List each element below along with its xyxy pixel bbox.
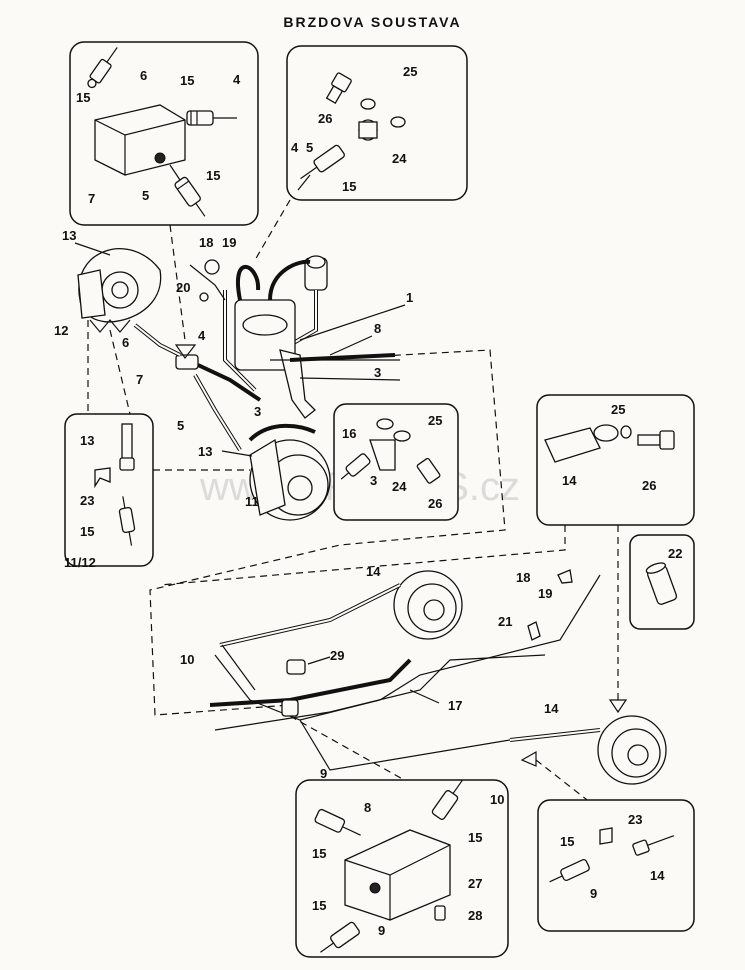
- label-3: 3: [370, 473, 377, 488]
- label-6: 6: [140, 68, 147, 83]
- label-13: 13: [80, 433, 94, 448]
- label-7: 7: [136, 372, 143, 387]
- label-21: 21: [498, 614, 512, 629]
- master-cylinder-assembly: 18 19 20 1 8 3 3 4 7 6 5: [122, 235, 413, 452]
- label-14: 14: [366, 564, 381, 579]
- label-5: 5: [306, 140, 313, 155]
- label-8: 8: [364, 800, 371, 815]
- label-22: 22: [668, 546, 682, 561]
- label-23: 23: [628, 812, 642, 827]
- label-26: 26: [318, 111, 332, 126]
- diagram-title: BRZDOVA SOUSTAVA: [283, 14, 462, 30]
- label-20: 20: [176, 280, 190, 295]
- label-19: 19: [222, 235, 236, 250]
- label-15: 15: [560, 834, 574, 849]
- label-7: 7: [88, 191, 95, 206]
- detail-box-banjo-caliper: 16 25 3 24 26: [333, 403, 459, 521]
- label-14: 14: [544, 701, 559, 716]
- label-14: 14: [650, 868, 665, 883]
- label-24: 24: [392, 151, 407, 166]
- front-left-brake-disc: 13 12: [54, 228, 162, 338]
- label-25: 25: [611, 402, 625, 417]
- label-15: 15: [80, 524, 94, 539]
- detail-box-rear-distributor: 8 10 15 15 27 28 15 9: [295, 779, 509, 958]
- front-right-brake-disc: 13 11: [198, 423, 331, 521]
- label-26: 26: [642, 478, 656, 493]
- label-3: 3: [374, 365, 381, 380]
- label-28: 28: [468, 908, 482, 923]
- label-10: 10: [490, 792, 504, 807]
- label-17: 17: [448, 698, 462, 713]
- detail-box-hose-clip: 13 23 15 11/12: [64, 413, 154, 570]
- label-14: 14: [562, 473, 577, 488]
- label-9: 9: [320, 766, 327, 781]
- label-25: 25: [403, 64, 417, 79]
- label-5: 5: [177, 418, 184, 433]
- label-29: 29: [330, 648, 344, 663]
- label-18: 18: [516, 570, 530, 585]
- label-3: 3: [254, 404, 261, 419]
- label-16: 16: [342, 426, 356, 441]
- label-4: 4: [291, 140, 299, 155]
- label-11: 11: [245, 494, 259, 509]
- label-5: 5: [142, 188, 149, 203]
- label-1: 1: [406, 290, 413, 305]
- label-27: 27: [468, 876, 482, 891]
- rear-brake-lines: 14 18 19 21 10 29 17 14 9: [180, 564, 667, 785]
- label-24: 24: [392, 479, 407, 494]
- detail-box-rear-hose: 15 23 9 14: [537, 799, 695, 932]
- detail-box-sleeve: 22: [629, 534, 695, 630]
- label-19: 19: [538, 586, 552, 601]
- detail-box-banjo-fitting: 25 26 4 5 24 15: [286, 45, 468, 201]
- label-15: 15: [180, 73, 194, 88]
- label-25: 25: [428, 413, 442, 428]
- label-15: 15: [342, 179, 356, 194]
- label-26: 26: [428, 496, 442, 511]
- label-18: 18: [199, 235, 213, 250]
- label-12: 12: [54, 323, 68, 338]
- detail-box-rear-fitting: 25 14 26: [536, 394, 695, 526]
- label-15: 15: [312, 846, 326, 861]
- detail-box-distributor: 15 6 15 4 7 5 15: [69, 41, 259, 226]
- label-13: 13: [198, 444, 212, 459]
- label-4: 4: [198, 328, 206, 343]
- label-9: 9: [378, 923, 385, 938]
- label-10: 10: [180, 652, 194, 667]
- label-15: 15: [312, 898, 326, 913]
- label-6: 6: [122, 335, 129, 350]
- label-15: 15: [468, 830, 482, 845]
- label-15: 15: [76, 90, 90, 105]
- label-11-12: 11/12: [64, 555, 96, 570]
- label-13: 13: [62, 228, 76, 243]
- label-4: 4: [233, 72, 241, 87]
- label-23: 23: [80, 493, 94, 508]
- label-8: 8: [374, 321, 381, 336]
- label-9: 9: [590, 886, 597, 901]
- label-15: 15: [206, 168, 220, 183]
